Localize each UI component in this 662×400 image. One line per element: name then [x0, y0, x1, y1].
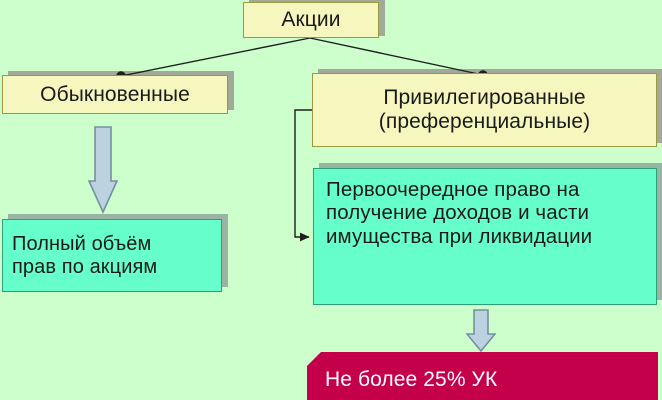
node-ordinary-shares[interactable]: Обыкновенные [2, 75, 228, 114]
node-full-rights-label: Полный объём прав по акциям [12, 232, 158, 278]
node-priority-right[interactable]: Первоочередное право на получение доходо… [313, 168, 657, 305]
arrow-ordinary-to-full-rights [88, 126, 118, 214]
node-priority-right-label: Первоочередное право на получение доходо… [326, 178, 593, 248]
node-shares-title-label: Акции [281, 8, 341, 32]
node-ordinary-shares-label: Обыкновенные [40, 82, 190, 106]
node-preferred-shares-label: Привилегированные (преференциальные) [378, 86, 591, 133]
node-full-rights[interactable]: Полный объём прав по акциям [2, 219, 222, 292]
connector-preferred-to-priority-right [294, 109, 312, 242]
node-capital-limit-label: Не более 25% УК [325, 368, 498, 391]
node-preferred-shares[interactable]: Привилегированные (преференциальные) [312, 73, 657, 147]
node-shares-title[interactable]: Акции [243, 2, 379, 38]
arrow-priority-right-to-capital-limit [466, 309, 496, 353]
node-capital-limit[interactable]: Не более 25% УК [307, 352, 658, 400]
